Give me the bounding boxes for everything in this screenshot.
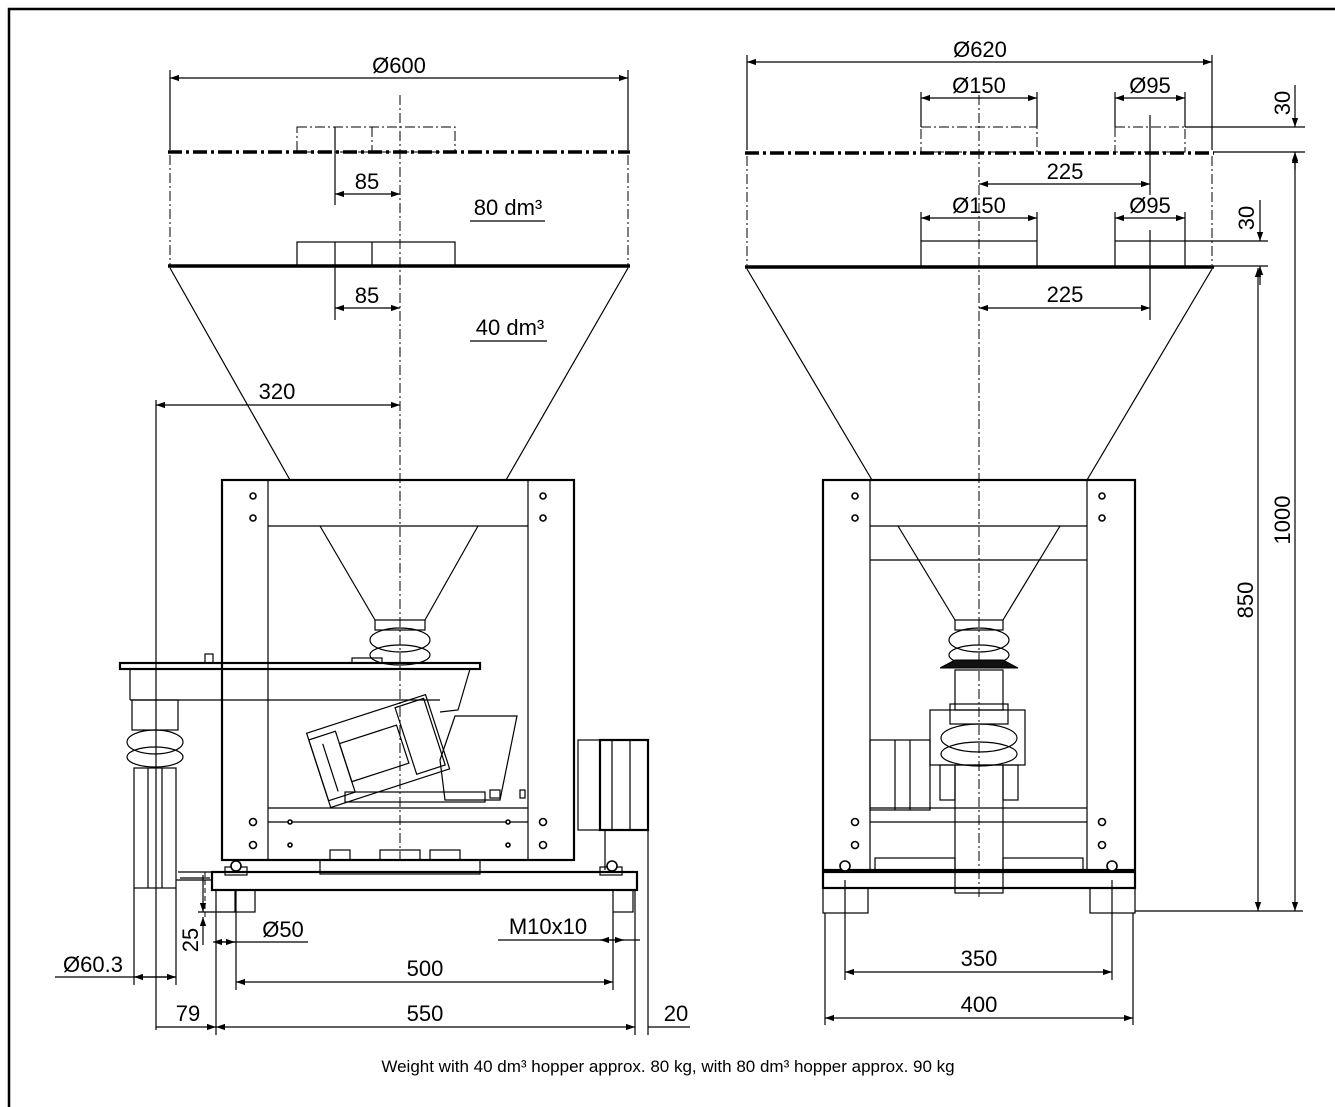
dim-d150-mid: Ø150 [952, 193, 1006, 218]
dim-d150-top: Ø150 [952, 73, 1006, 98]
dim-30-top: 30 [1270, 91, 1295, 115]
front-view [118, 95, 650, 920]
dim-40dm3: 40 dm³ [476, 315, 544, 340]
weight-caption: Weight with 40 dm³ hopper approx. 80 kg,… [381, 1057, 954, 1076]
dim-320: 320 [259, 379, 296, 404]
dim-20: 20 [664, 1001, 688, 1026]
dim-d620: Ø620 [953, 37, 1007, 62]
dim-225-mid: 225 [1047, 282, 1084, 307]
dim-80dm3: 80 dm³ [474, 195, 542, 220]
dim-d95-mid: Ø95 [1129, 193, 1171, 218]
dim-d95-top: Ø95 [1129, 73, 1171, 98]
dim-1000: 1000 [1270, 496, 1295, 545]
dim-500: 500 [407, 956, 444, 981]
dim-d60-3: Ø60.3 [63, 952, 123, 977]
dim-30-mid: 30 [1234, 206, 1259, 230]
dim-85-mid: 85 [355, 283, 379, 308]
dim-350: 350 [961, 946, 998, 971]
side-view-dimensions [746, 55, 1305, 1025]
dim-25: 25 [178, 928, 203, 952]
dim-79: 79 [176, 1001, 200, 1026]
drawing-border [7, 7, 1335, 1107]
dim-85-top: 85 [355, 169, 379, 194]
dim-850: 850 [1233, 582, 1258, 619]
front-view-dimensions [55, 70, 690, 1035]
dim-d600: Ø600 [372, 53, 426, 78]
dim-m10x10: M10x10 [509, 914, 587, 939]
dim-550: 550 [407, 1001, 444, 1026]
dim-225-top: 225 [1047, 159, 1084, 184]
dim-d50: Ø50 [262, 917, 304, 942]
dim-400: 400 [961, 992, 998, 1017]
dimension-labels: Ø600 85 80 dm³ 85 40 dm³ 320 25 Ø50 Ø60.… [63, 37, 1295, 1076]
